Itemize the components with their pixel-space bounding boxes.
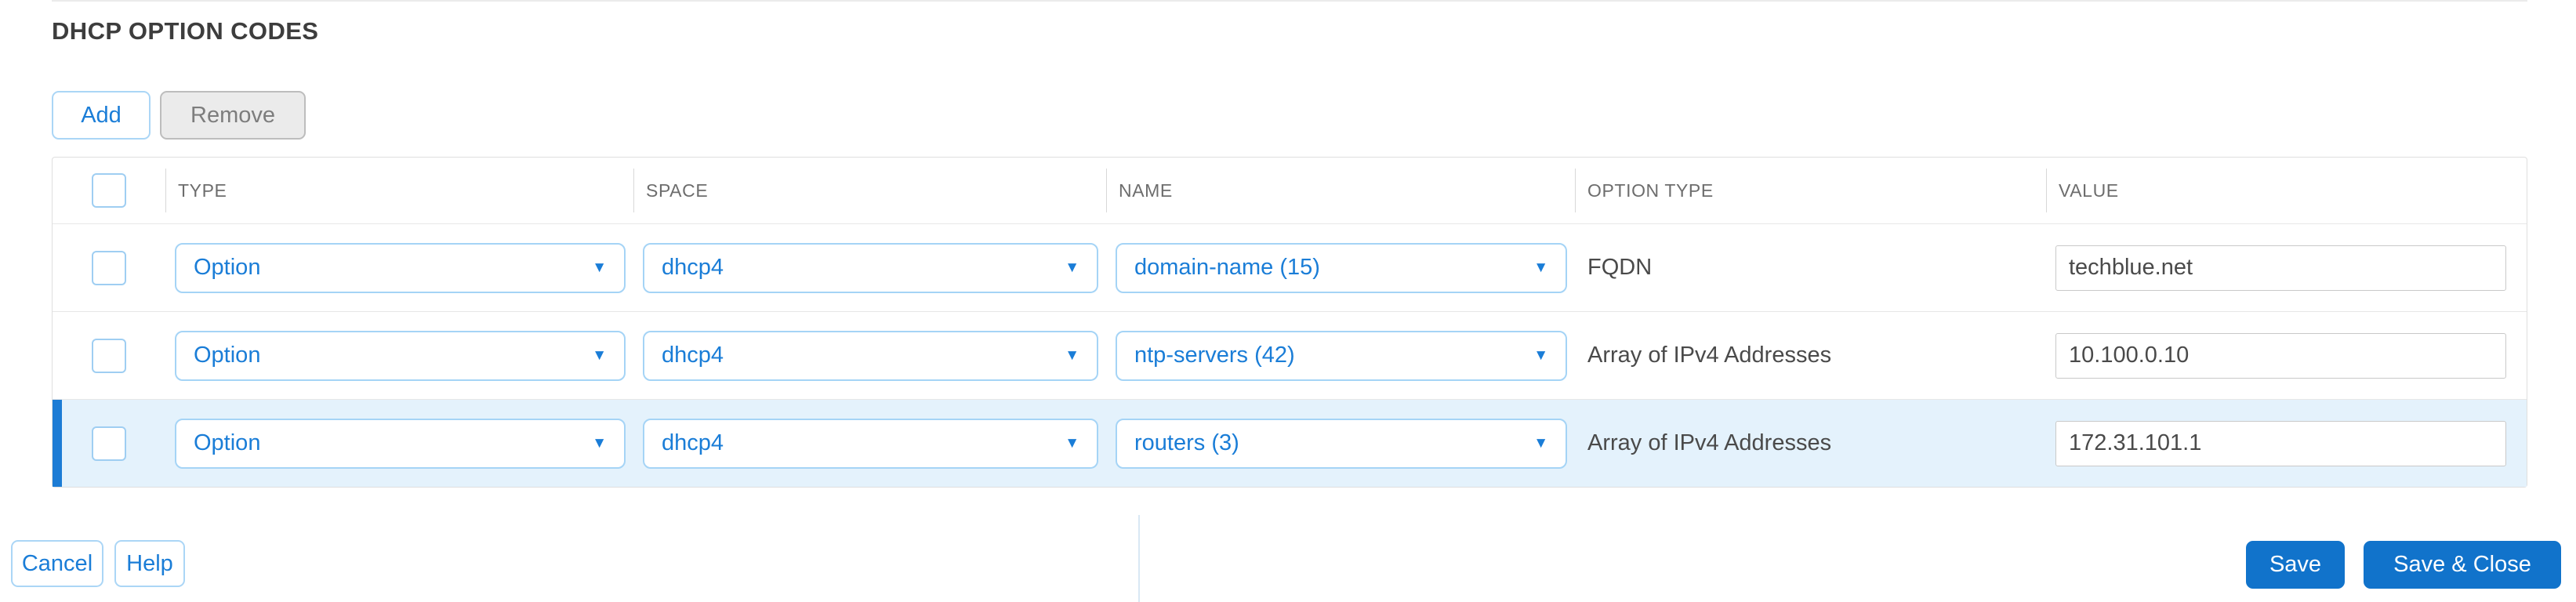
value-input[interactable] [2055, 245, 2506, 291]
column-header-name: NAME [1106, 158, 1575, 223]
footer-divider [1138, 515, 1140, 602]
help-button[interactable]: Help [114, 540, 185, 587]
name-dropdown-cell: ntp-servers (42) ▼ [1106, 330, 1575, 381]
name-dropdown[interactable]: ntp-servers (42) ▼ [1116, 330, 1567, 381]
column-header-space: SPACE [633, 158, 1106, 223]
cancel-button[interactable]: Cancel [11, 540, 103, 587]
space-dropdown-cell: dhcp4 ▼ [633, 330, 1106, 381]
row-checkbox-cell [53, 400, 165, 487]
space-dropdown-value: dhcp4 [662, 255, 724, 280]
chevron-down-icon: ▼ [592, 259, 607, 276]
type-dropdown-value: Option [194, 343, 261, 368]
select-all-checkbox[interactable] [92, 173, 126, 208]
table-row-selected: Option ▼ dhcp4 ▼ routers (3) ▼ Array of … [53, 399, 2527, 487]
add-button[interactable]: Add [52, 91, 151, 140]
type-dropdown-cell: Option ▼ [165, 418, 633, 469]
chevron-down-icon: ▼ [1065, 347, 1079, 364]
space-dropdown[interactable]: dhcp4 ▼ [643, 418, 1098, 469]
remove-button: Remove [160, 91, 306, 140]
type-dropdown-cell: Option ▼ [165, 330, 633, 381]
type-dropdown[interactable]: Option ▼ [175, 418, 626, 469]
name-dropdown-cell: routers (3) ▼ [1106, 418, 1575, 469]
option-type-text: Array of IPv4 Addresses [1587, 343, 1832, 368]
value-cell [2046, 420, 2527, 466]
type-dropdown-value: Option [194, 430, 261, 455]
space-dropdown-cell: dhcp4 ▼ [633, 418, 1106, 469]
type-dropdown-cell: Option ▼ [165, 242, 633, 293]
name-dropdown-value: ntp-servers (42) [1134, 343, 1295, 368]
save-and-close-button[interactable]: Save & Close [2364, 541, 2561, 589]
row-checkbox-cell [53, 224, 165, 311]
name-dropdown[interactable]: routers (3) ▼ [1116, 418, 1567, 469]
column-header-value: VALUE [2046, 158, 2527, 223]
row-checkbox-cell [53, 312, 165, 399]
name-dropdown-value: routers (3) [1134, 430, 1239, 455]
value-input[interactable] [2055, 420, 2506, 466]
space-dropdown[interactable]: dhcp4 ▼ [643, 242, 1098, 293]
type-dropdown[interactable]: Option ▼ [175, 330, 626, 381]
chevron-down-icon: ▼ [1533, 259, 1548, 276]
name-dropdown-cell: domain-name (15) ▼ [1106, 242, 1575, 293]
table-header-row: TYPE SPACE NAME OPTION TYPE VALUE [53, 158, 2527, 223]
space-dropdown-cell: dhcp4 ▼ [633, 242, 1106, 293]
save-button[interactable]: Save [2246, 541, 2345, 589]
option-type-text: Array of IPv4 Addresses [1587, 430, 1832, 455]
space-dropdown[interactable]: dhcp4 ▼ [643, 330, 1098, 381]
chevron-down-icon: ▼ [592, 347, 607, 364]
column-header-type: TYPE [165, 158, 633, 223]
value-input[interactable] [2055, 332, 2506, 379]
chevron-down-icon: ▼ [1065, 435, 1079, 452]
chevron-down-icon: ▼ [1533, 435, 1548, 452]
dhcp-options-table: TYPE SPACE NAME OPTION TYPE VALUE Option… [52, 157, 2527, 488]
page-title: DHCP OPTION CODES [52, 17, 319, 45]
row-checkbox[interactable] [92, 250, 126, 285]
name-dropdown[interactable]: domain-name (15) ▼ [1116, 242, 1567, 293]
table-row: Option ▼ dhcp4 ▼ ntp-servers (42) ▼ Arra… [53, 311, 2527, 399]
value-cell [2046, 245, 2527, 291]
type-dropdown[interactable]: Option ▼ [175, 242, 626, 293]
chevron-down-icon: ▼ [1065, 259, 1079, 276]
header-checkbox-cell [53, 158, 165, 223]
column-header-option-type: OPTION TYPE [1575, 158, 2046, 223]
option-type-text: FQDN [1587, 255, 1653, 280]
space-dropdown-value: dhcp4 [662, 430, 724, 455]
row-checkbox[interactable] [92, 426, 126, 461]
chevron-down-icon: ▼ [1533, 347, 1548, 364]
type-dropdown-value: Option [194, 255, 261, 280]
space-dropdown-value: dhcp4 [662, 343, 724, 368]
panel-top-border [52, 0, 2527, 2]
value-cell [2046, 332, 2527, 379]
row-checkbox[interactable] [92, 338, 126, 373]
table-row: Option ▼ dhcp4 ▼ domain-name (15) ▼ FQDN [53, 223, 2527, 311]
chevron-down-icon: ▼ [592, 435, 607, 452]
name-dropdown-value: domain-name (15) [1134, 255, 1320, 280]
